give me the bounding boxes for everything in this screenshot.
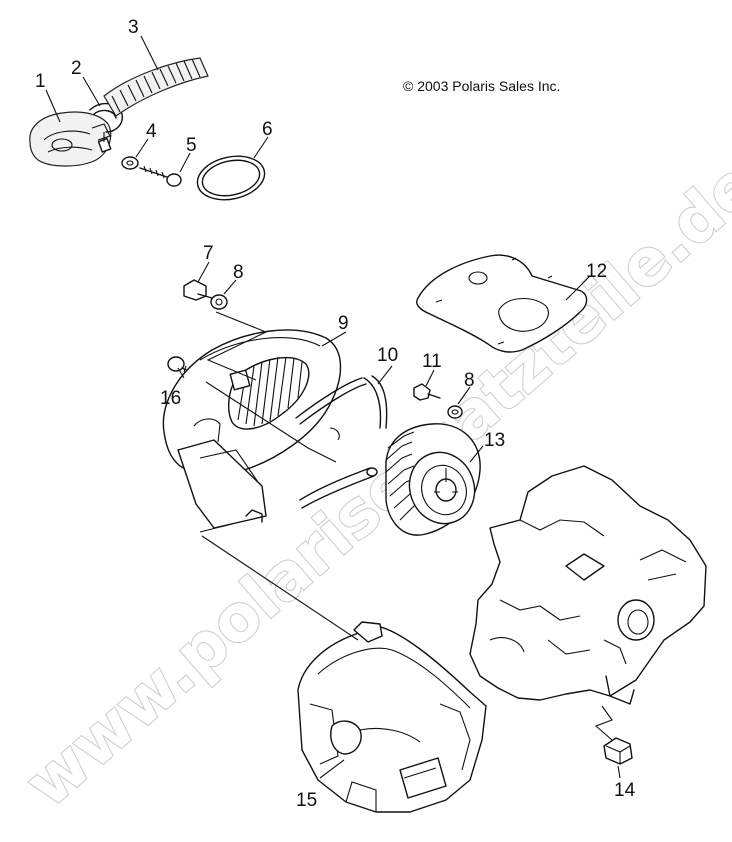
part-2-hose-clamp [89,103,123,153]
callout-labels: 1 2 3 4 5 6 7 8 9 10 11 8 12 13 16 15 14 [35,17,636,811]
part-8-collar-upper [210,294,228,310]
callout-3: 3 [128,17,139,38]
part-13-flywheel-fan [385,423,481,536]
part-12-gasket-plate [416,254,588,353]
part-1-intake-boot [29,111,112,167]
callout-9: 9 [338,313,349,334]
part-6-o-ring [196,155,266,201]
callout-6: 6 [262,119,273,140]
callout-10: 10 [377,345,398,366]
callout-16: 16 [160,388,181,409]
part-3-intake-hose [103,57,209,117]
part-5-screw [139,165,182,187]
part-14-nut [603,737,633,765]
part-8-collar-lower [447,405,463,419]
callout-14: 14 [614,780,636,801]
callout-11: 11 [422,351,442,372]
part-9-blower-housing [162,329,342,529]
callout-8-upper: 8 [233,262,244,283]
callout-2: 2 [71,58,82,79]
callout-1: 1 [35,71,46,92]
part-7-bolt [183,279,213,301]
part-15-lower-shroud [297,621,487,813]
callout-8-lower: 8 [464,370,475,391]
callout-15: 15 [296,790,317,811]
callout-7: 7 [203,243,214,264]
callout-12: 12 [586,261,607,282]
engine-block [469,465,707,705]
copyright-text: © 2003 Polaris Sales Inc. [403,78,560,94]
callout-5: 5 [186,135,197,156]
part-4-washer [121,156,139,170]
callout-4: 4 [146,121,157,142]
callout-13: 13 [484,430,505,451]
leader-lines [45,35,621,779]
part-10-hose [295,375,388,509]
part-11-bolt [413,383,441,401]
